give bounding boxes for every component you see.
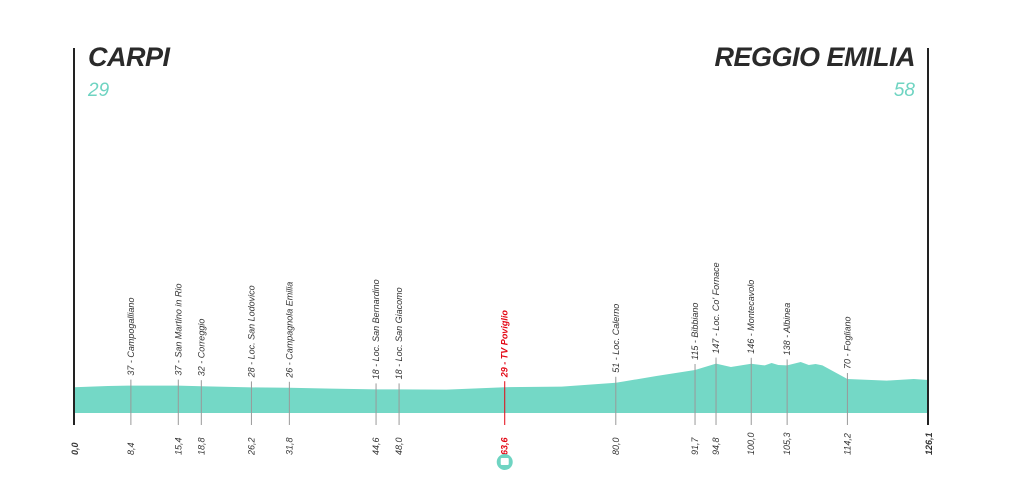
finish-km-label: 126,1 (924, 432, 934, 455)
waypoint-label: 26 - Campagnola Emilia (284, 282, 294, 379)
waypoint-label: 115 - Bibbiano (690, 303, 700, 360)
start-altitude: 29 (88, 80, 110, 101)
waypoint-label: 51 - Loc. Calerno (611, 304, 621, 373)
finish-altitude: 58 (893, 80, 915, 101)
waypoint-km-label: 91,7 (690, 436, 700, 455)
waypoint-km-label: 44,6 (371, 437, 381, 455)
waypoint-km-label: 63,6 (500, 436, 510, 455)
waypoint-km-label: 94,8 (711, 437, 721, 455)
start-km-label: 0,0 (70, 442, 80, 455)
waypoint-km-label: 8,4 (126, 442, 136, 455)
waypoint-km-label: 105,3 (782, 432, 792, 455)
waypoint-label: 147 - Loc. Co' Fornace (711, 262, 721, 353)
waypoint-label: 70 - Fogliano (842, 316, 852, 369)
elevation-area (74, 362, 928, 413)
waypoint-label: 18 - Loc. San Giacomo (394, 287, 404, 379)
waypoint-km-label: 31,8 (284, 437, 294, 455)
waypoint-km-label: 26,2 (246, 437, 256, 456)
waypoint-label: 29 - TV Poviglio (500, 310, 510, 379)
waypoint-km-label: 15,4 (173, 437, 183, 455)
finish-city: REGGIO EMILIA (714, 42, 915, 72)
waypoint-km-label: 80,0 (611, 437, 621, 455)
waypoint-label: 37 - Campogalliano (126, 298, 136, 376)
waypoint-label: 138 - Albinea (782, 303, 792, 356)
start-city: CARPI (88, 42, 170, 72)
waypoint-label: 32 - Correggio (196, 319, 206, 377)
waypoint-label: 28 - Loc. San Lodovico (246, 285, 256, 378)
waypoint-label: 18 - Loc. San Bernardino (371, 279, 381, 379)
waypoint-label: 37 - San Martino in Rio (173, 284, 183, 376)
waypoint-km-label: 48,0 (394, 437, 404, 455)
tv-sprint-icon (500, 458, 509, 465)
waypoint-km-label: 100,0 (746, 432, 756, 455)
waypoint-km-label: 114,2 (842, 433, 852, 455)
waypoint-km-label: 18,8 (196, 437, 206, 455)
waypoint-label: 146 - Montecavolo (746, 280, 756, 354)
